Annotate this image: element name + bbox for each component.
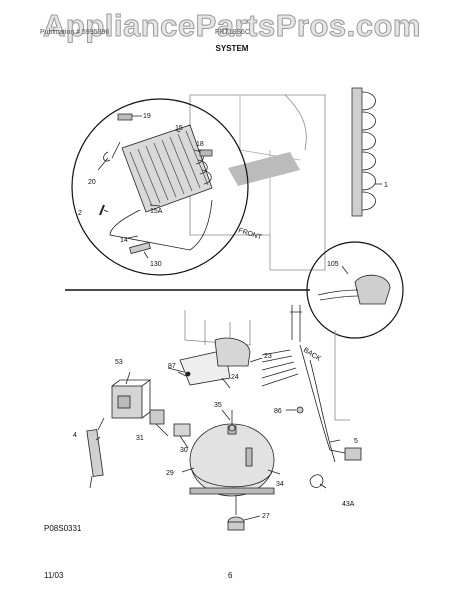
callout-31: 31 [136,435,144,442]
front-label: FRONT [237,227,263,241]
model-number: FRT18S6C [215,29,250,36]
callout-105: 105 [327,261,339,268]
callout-18: 18 [196,141,204,148]
callout-29: 29 [166,470,174,477]
callout-1: 1 [384,182,388,189]
callout-35: 35 [214,402,222,409]
terminal-cover [173,423,191,437]
callout-19: 19 [143,113,151,120]
callout-27: 27 [262,513,270,520]
callout-23: 23 [264,353,272,360]
watermark: AppliancePartsPros.com [43,8,421,44]
compressor [189,423,275,497]
section-title: SYSTEM [215,44,249,53]
diagram-code: P08S0331 [44,524,82,533]
power-cord-plug [344,447,362,461]
publication-number: Publication # 5995396 [40,29,110,36]
callout-5: 5 [354,438,358,445]
filter-drier [86,417,105,489]
callout-86: 86 [274,408,282,415]
callout-24: 24 [231,374,239,381]
callout-43a: 43A [342,501,355,508]
callout-20: 20 [88,179,96,186]
callout-4: 4 [73,432,77,439]
back-label: BACK [302,347,322,363]
cord-clamp [309,474,324,488]
callout-53: 53 [115,359,123,366]
magnifier-circle-evaporator [71,98,249,276]
compressor-grommet [227,516,245,531]
page-number: 6 [228,571,233,580]
callout-30: 30 [180,447,188,454]
callout-2: 2 [78,210,82,217]
callout-arrow [228,152,300,186]
condenser-coil [351,87,376,217]
callout-130: 130 [150,261,162,268]
evaporator-coil [121,124,213,213]
callout-15a: 15A [150,208,163,215]
callout-87: 87 [168,363,176,370]
relay-cover [214,337,251,367]
footer-date: 11/03 [44,571,64,580]
drain-pan [317,274,391,305]
callout-14: 14 [120,237,128,244]
callout-34: 34 [276,481,284,488]
overload-protector [149,409,165,425]
callout-15: 15 [175,125,183,132]
